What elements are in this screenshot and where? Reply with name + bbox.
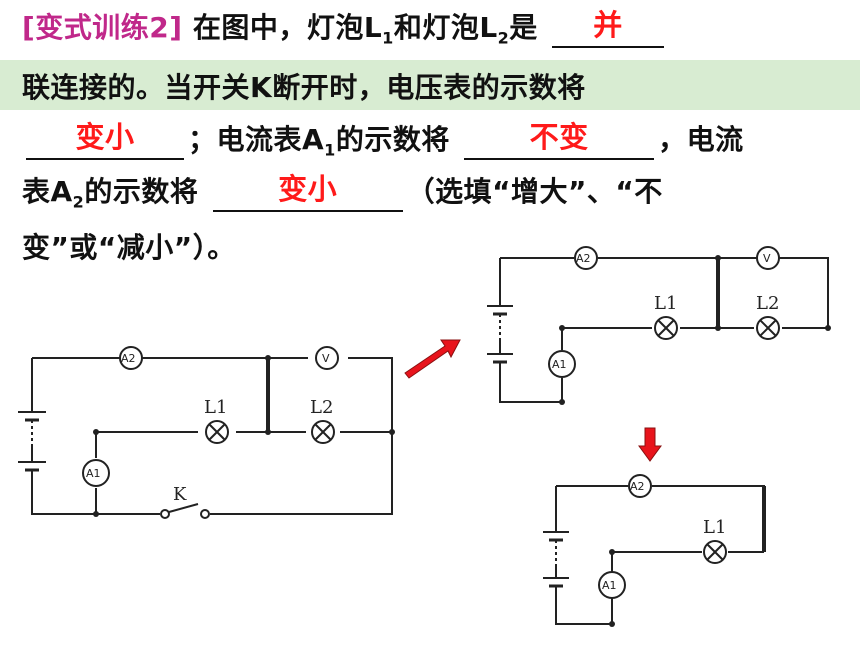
arrow-down-icon [638, 427, 662, 462]
lamp-label: L1 [204, 397, 227, 418]
lamp-l1-icon: L1 [703, 517, 727, 564]
meter-label: A1 [552, 358, 567, 371]
lamp-label: L1 [654, 293, 677, 314]
answer-blank-1: 并 [552, 8, 665, 48]
subscript: 2 [497, 28, 510, 48]
ammeter-a2-icon: A2 [628, 474, 652, 498]
circuit-2: A2 V A1 L1 L2 [487, 246, 831, 405]
arrow-right-icon [404, 339, 461, 379]
lamp-l2-icon: L2 [310, 397, 335, 444]
lamp-label: L2 [756, 293, 779, 314]
battery-icon [487, 296, 513, 376]
text-segment: ；电流表A [188, 123, 325, 156]
voltmeter-icon: V [315, 346, 339, 370]
subscript: 1 [382, 28, 394, 48]
ammeter-a1-icon: A1 [548, 350, 576, 378]
text-segment: 表A [22, 175, 73, 208]
meter-label: A2 [630, 480, 645, 493]
text-segment: （选填“增大”、“不 [406, 175, 663, 208]
answer-blank-4: 变小 [212, 172, 403, 212]
meter-label: A1 [86, 467, 101, 480]
text-segment: 在图中，灯泡L [192, 11, 383, 44]
circuit-1: A2 V A1 L1 L2 K [18, 346, 395, 519]
exercise-tag: [变式训练2] [22, 11, 183, 44]
question-line-2: 联连接的。当开关K断开时，电压表的示数将 [22, 71, 586, 104]
lamp-label: L2 [310, 397, 333, 418]
battery-icon [18, 404, 46, 480]
meter-label: V [763, 252, 771, 265]
text-segment: 的示数将 [335, 123, 450, 156]
answer-text: 不变 [529, 119, 589, 154]
highlight-band [0, 60, 860, 110]
answer-text: 变小 [75, 119, 135, 154]
switch-k-icon: K [160, 484, 210, 519]
answer-blank-2: 变小 [26, 120, 184, 160]
text-segment: 是 [509, 11, 538, 44]
voltmeter-icon: V [756, 246, 780, 270]
lamp-l1-icon: L1 [204, 397, 229, 444]
battery-icon [543, 524, 569, 598]
question-line-4: 表A2的示数将 变小 （选填“增大”、“不 [22, 170, 663, 212]
answer-text: 并 [593, 7, 623, 42]
lamp-l1-icon: L1 [654, 293, 678, 340]
question-line-1: [变式训练2] 在图中，灯泡L1和灯泡L2是 并 [22, 6, 668, 48]
meter-label: V [322, 352, 330, 365]
subscript: 1 [324, 140, 336, 160]
ammeter-a2-icon: A2 [119, 346, 143, 370]
ammeter-a1-icon: A1 [598, 571, 626, 599]
ammeter-a1-icon: A1 [82, 459, 110, 487]
circuit-3: A2 A1 L1 [543, 474, 766, 627]
text-segment: ，电流 [658, 123, 744, 156]
lamp-l2-icon: L2 [756, 293, 780, 340]
switch-label: K [173, 484, 187, 505]
question-line-3: 变小 ；电流表A1的示数将 不变 ，电流 [22, 118, 744, 160]
lamp-label: L1 [703, 517, 726, 538]
ammeter-a2-icon: A2 [574, 246, 598, 270]
text-segment: 和灯泡L [393, 11, 498, 44]
text-segment: 的示数将 [84, 175, 199, 208]
meter-label: A1 [602, 579, 617, 592]
meter-label: A2 [121, 352, 136, 365]
answer-text: 变小 [278, 171, 338, 206]
meter-label: A2 [576, 252, 591, 265]
question-line-5: 变”或“减小”）。 [22, 231, 236, 264]
subscript: 2 [72, 192, 85, 212]
answer-blank-3: 不变 [464, 120, 655, 160]
